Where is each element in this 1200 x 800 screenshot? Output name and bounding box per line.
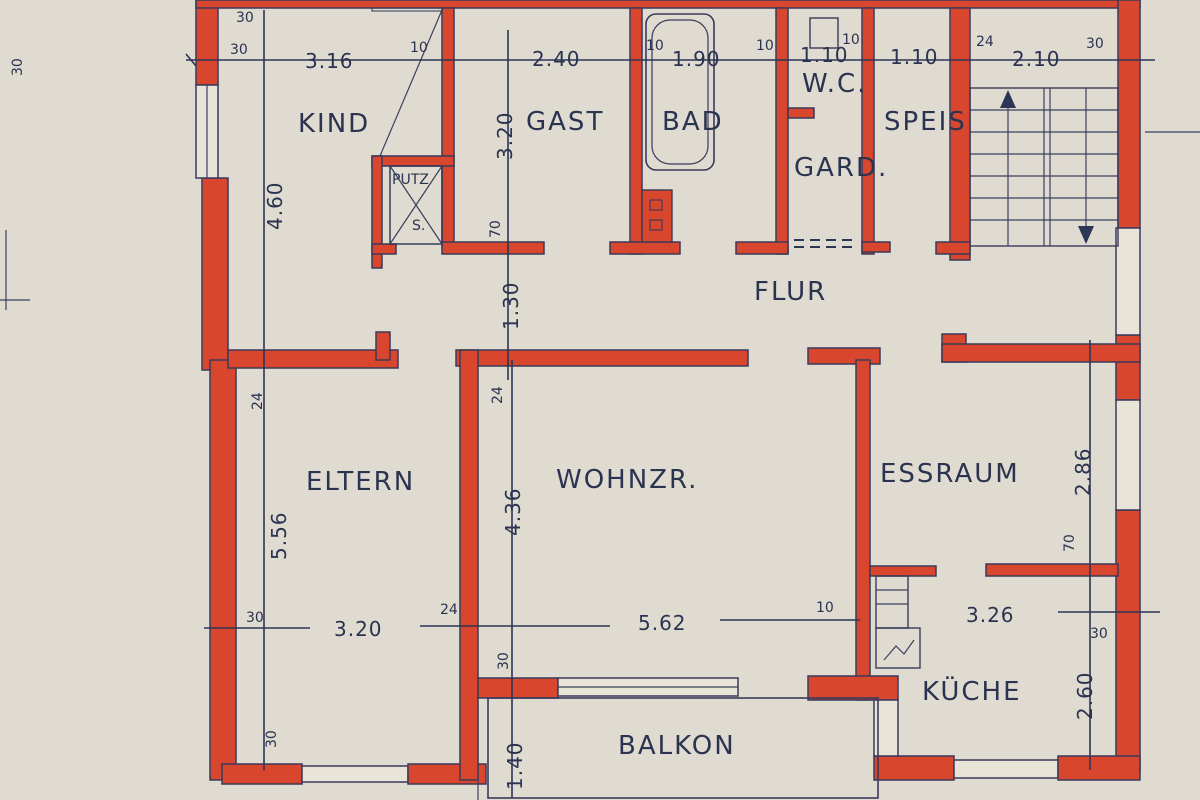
room-label-bad: BAD [662, 107, 724, 137]
room-label-eltern: ELTERN [306, 467, 415, 497]
room-label-balkon: BALKON [618, 731, 736, 761]
room-label-gast: GAST [526, 107, 604, 137]
room-label-wohnzr: WOHNZR. [556, 465, 698, 495]
wall-t-10-c: 10 [756, 38, 774, 54]
staircase [969, 87, 1119, 247]
dim-wc-width: 1.10 [800, 43, 849, 67]
wall-t-30-b: 30 [236, 10, 254, 26]
wall-t-24-a: 24 [976, 34, 994, 50]
toilet-icon [809, 17, 839, 49]
wall-t-24-c: 24 [490, 386, 506, 404]
stove-icon [875, 627, 921, 669]
room-label-wc: W.C. [802, 69, 867, 99]
stair-up-arrow-icon [1000, 90, 1016, 108]
wall-t-30-g: 30 [1090, 626, 1108, 642]
dim-kueche-height: 2.60 [1073, 671, 1097, 720]
wall-t-30-margin: 30 [10, 58, 26, 76]
dim-stair-width: 2.10 [1012, 47, 1061, 71]
wall-t-30-e: 30 [264, 730, 280, 748]
wall-t-30-c: 30 [1086, 36, 1104, 52]
heater-icon [641, 189, 673, 243]
dim-gast-height: 3.20 [493, 111, 517, 160]
room-label-gard: GARD. [794, 153, 888, 183]
dim-wohn-width: 5.62 [638, 611, 687, 635]
room-label-putz: PUTZ [392, 172, 429, 188]
wall-t-10-a: 10 [410, 40, 428, 56]
wall-t-30-d: 30 [496, 652, 512, 670]
room-label-speis: SPEIS [884, 107, 967, 137]
bathtub-icon [645, 13, 715, 171]
margin-marks [0, 131, 1200, 310]
wall-t-70-a: 70 [488, 220, 504, 238]
dim-eltern-height: 5.56 [267, 511, 291, 560]
room-label-kind: KIND [298, 109, 370, 139]
wall-t-10-b: 10 [646, 38, 664, 54]
room-label-flur: FLUR [754, 277, 827, 307]
dim-speis-width: 1.10 [890, 45, 939, 69]
dim-kind-width: 3.16 [305, 49, 354, 73]
room-label-kueche: KÜCHE [922, 675, 1022, 707]
wall-t-70-b: 70 [1062, 534, 1078, 552]
dim-gast-width: 2.40 [532, 47, 581, 71]
wall-t-24-d: 24 [440, 602, 458, 618]
wall-t-24-b: 24 [250, 392, 266, 410]
dim-balkon-height: 1.40 [503, 741, 527, 790]
dimension-lines [185, 10, 1160, 798]
dim-kueche-width: 3.26 [966, 603, 1015, 627]
dim-eltern-width: 3.20 [334, 617, 383, 641]
wall-t-30-f: 30 [246, 610, 264, 626]
wall-t-30-a: 30 [230, 42, 248, 58]
dim-kind-height: 4.60 [263, 181, 287, 230]
dim-bad-width: 1.90 [672, 47, 721, 71]
stair-down-arrow-icon [1078, 226, 1094, 244]
room-label-putz-s: S. [412, 218, 425, 234]
dim-flur-height: 1.30 [499, 281, 523, 330]
dim-wohn-height: 4.36 [501, 487, 525, 536]
wall-t-10-d: 10 [842, 32, 860, 48]
room-label-essraum: ESSRAUM [880, 459, 1020, 489]
dim-ess-height: 2.86 [1071, 447, 1095, 496]
fixtures [641, 13, 921, 669]
wall-t-10-e: 10 [816, 600, 834, 616]
